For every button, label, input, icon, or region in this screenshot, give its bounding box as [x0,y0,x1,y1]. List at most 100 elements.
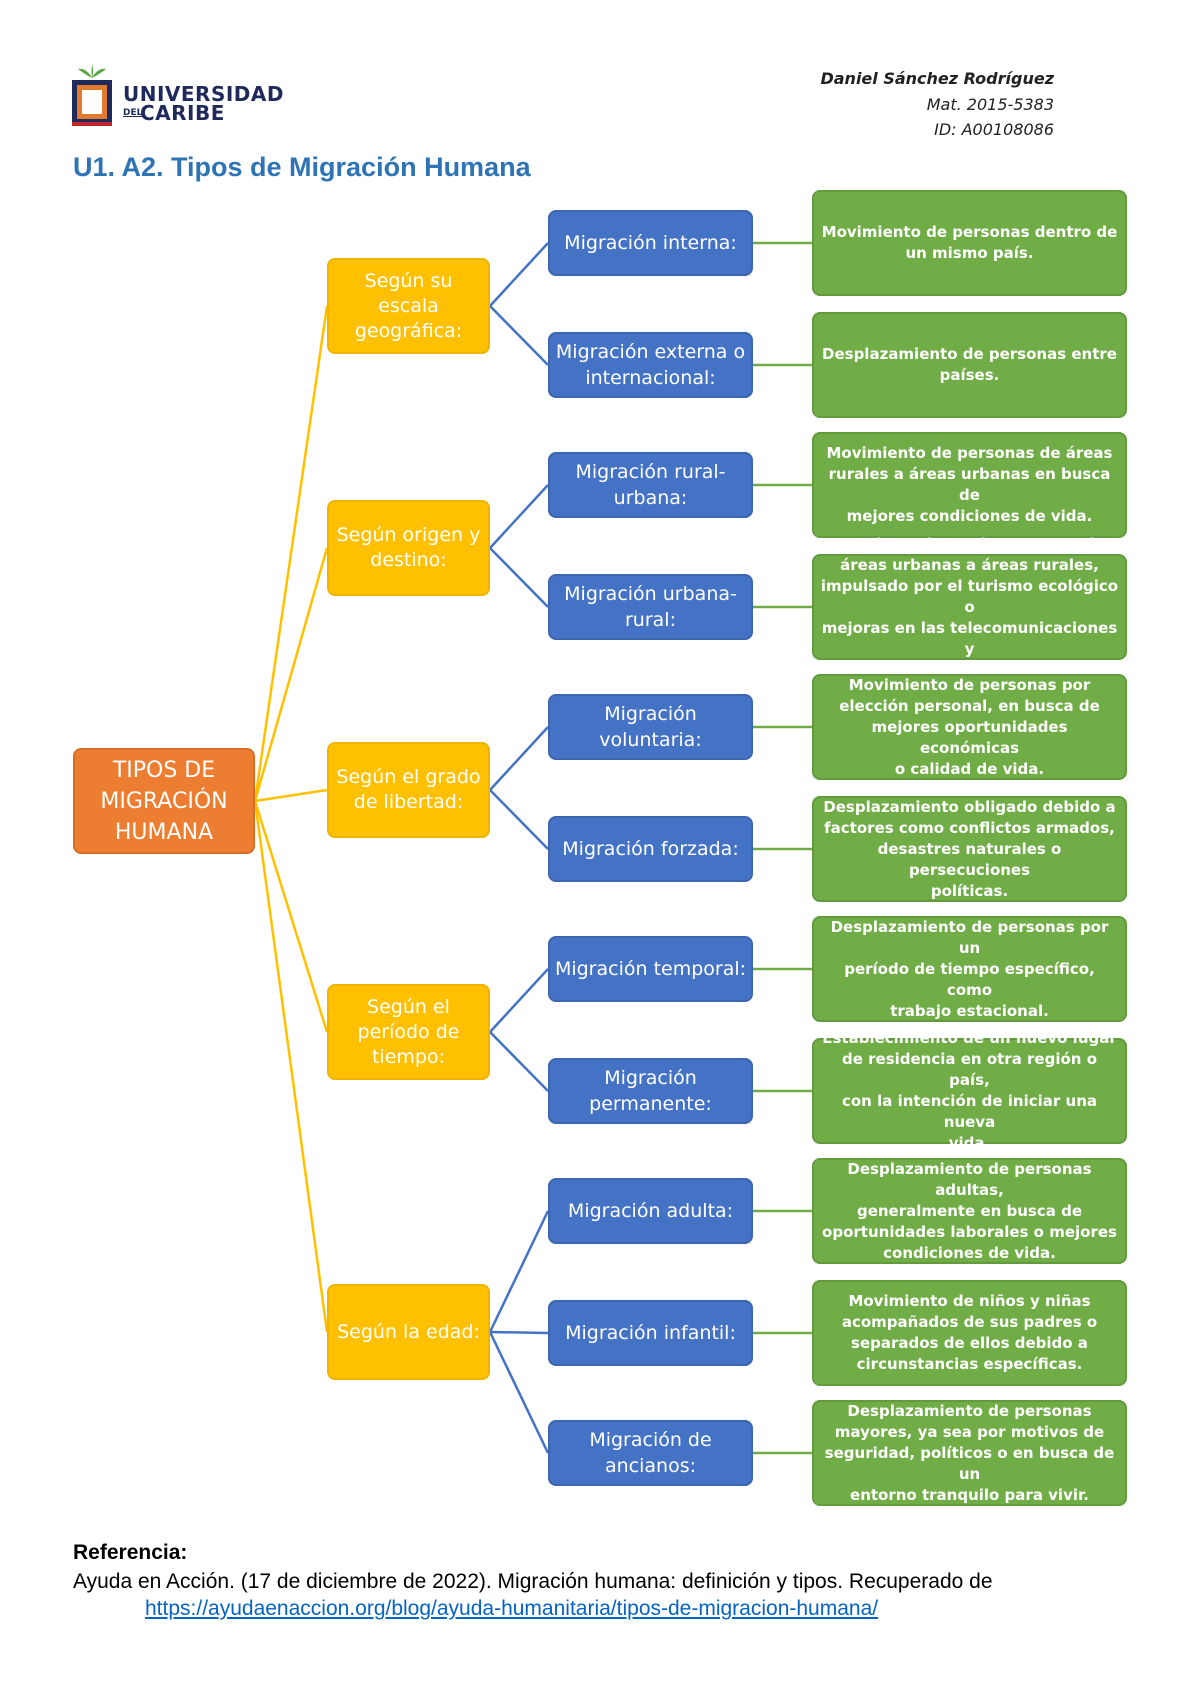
description-node-text-line: trabajo estacional. [890,1001,1049,1020]
description-node-text-line: desastres naturales o persecuciones [877,839,1062,879]
category-to-subtype-connector [489,726,549,791]
description-node-text-line: Movimiento de personas dentro de [821,223,1118,241]
subtype-node-text-line: Migración [604,703,697,725]
subtype-node: Migración rural-urbana: [548,452,753,518]
description-node: Desplazamiento obligado debido a factores… [812,796,1127,902]
description-node-text-line: o calidad de vida. [894,759,1045,778]
subtype-node: Migración interna: [548,210,753,276]
category-node-text-line: período de [357,1020,460,1043]
logo-line2-small: DEL [123,108,143,118]
root-to-category-connector [254,788,328,803]
subtype-node-text-line: Migración adulta: [567,1200,734,1222]
description-node-text-line: Movimiento de personas por [848,675,1091,694]
subtype-node-text-line: Migración [604,1067,697,1089]
description-node-text-line: factores como conflictos armados, [824,818,1115,837]
description-node: Desplazamiento de personas mayores, ya se… [812,1400,1127,1506]
subtype-node-text-line: Migración infantil: [565,1322,736,1344]
description-node-text-line: acompañados de sus padres o [841,1313,1098,1331]
root-node-text-line: TIPOS DE [112,757,216,783]
subtype-node-text-line: Migración forzada: [562,838,739,860]
description-node-text-line: mayores, ya sea por motivos de [834,1422,1105,1441]
category-to-subtype-connector [489,1330,549,1335]
description-node: Desplazamiento de personas adultas, gener… [812,1158,1127,1264]
description-node-text-line: áreas urbanas a áreas rurales, [840,555,1099,574]
category-to-subtype-connector [489,305,549,366]
logo-line2: CARIBE [140,101,225,125]
category-node-text-line: Según su escala [364,269,453,317]
description-node-text-line: seguridad, políticos o en busca de un [824,1443,1115,1483]
subtype-node-text-line: internacional: [585,367,716,389]
category-to-subtype-connector [489,484,549,549]
description-node-text-line: Desplazamiento obligado debido a [823,797,1116,816]
category-node-text-line: Según origen y [336,524,481,546]
subtype-node: Migración externa o internacional: [548,332,753,398]
description-node-text-line: Desplazamiento de personas entre [822,345,1117,363]
description-node-text-line: con la intención de iniciar una nueva [841,1092,1097,1131]
description-node-text-line: Desplazamiento de personas adultas, [847,1159,1092,1199]
category-node-text-line: geográfica: [354,319,463,342]
description-node-text-line: mejoras en las telecomunicaciones y [821,618,1118,658]
subtype-node-text-line: Migración interna: [564,232,737,254]
description-node-text-line: impulsado por el turismo ecológico o [820,576,1119,616]
description-node-text-line: condiciones de vida. [883,1243,1056,1262]
subtype-node: Migración forzada: [548,816,753,882]
description-node-text-line: separados de ellos debido a [851,1334,1088,1352]
subtype-node: Migración infantil: [548,1300,753,1366]
description-node-text-line: oportunidades laborales o mejores [822,1222,1117,1241]
reference-text: Ayuda en Acción. (17 de diciembre de 202… [73,1570,993,1593]
description-node-text-line: de residencia en otra región o país, [842,1050,1097,1089]
subtype-node: Migración adulta: [548,1178,753,1244]
description-node-text-line: Desplazamiento de personas [847,1401,1092,1420]
description-node-text-line: políticas. [930,881,1009,900]
subtype-node-text-line: Migración de [589,1429,712,1451]
description-node-text-line: un mismo país. [905,244,1034,262]
description-node-text-line: período de tiempo específico, como [844,959,1095,999]
description-node-text-line: Movimiento de personas de áreas [826,444,1113,462]
description-node-text-line: Establecimiento de un nuevo lugar [822,1029,1117,1047]
description-node: Movimiento de personas por elección perso… [812,674,1127,780]
subtype-node-text-line: rural: [625,609,676,631]
root-node-text-line: MIGRACIÓN [100,788,228,814]
description-node-text-line: Desplazamiento de personas por un [830,917,1109,957]
category-to-subtype-connector [488,1331,550,1454]
description-node: Desplazamiento de personas de áreas urban… [812,535,1127,679]
description-node-text-line: elección personal, en busca de [839,696,1100,715]
category-node-text-line: destino: [370,549,447,571]
reference-heading: Referencia: [73,1541,188,1564]
root-to-category-connector [253,800,329,1033]
subtype-node-text-line: Migración externa o [555,341,746,363]
category-to-subtype-connector [489,547,549,608]
category-to-subtype-connector [489,1031,549,1092]
category-node-text-line: Según el [367,995,450,1018]
subtype-node-text-line: Migración rural- [575,461,726,483]
category-node-text-line: tiempo: [371,1045,445,1068]
description-node-text-line: rurales a áreas urbanas en busca de [828,465,1111,504]
subtype-node: Migración urbana-rural: [548,574,753,640]
author-id: ID: A00108086 [934,120,1054,139]
logo-line1: UNIVERSIDAD [123,82,284,106]
category-node-text-line: Según la edad: [337,1320,480,1343]
description-node-text-line: mejores oportunidades económicas [871,717,1068,757]
description-node-text-line: generalmente en busca de [856,1201,1083,1220]
root-node: TIPOS DE MIGRACIÓN HUMANA [73,748,255,854]
subtype-node-text-line: Migración temporal: [554,958,747,980]
description-node-text-line: Desplazamiento de personas de [834,534,1105,553]
category-node: Según la edad: [327,1284,490,1380]
reference-link[interactable]: https://ayudaenaccion.org/blog/ayuda-hum… [145,1597,879,1620]
subtype-node-text-line: urbana: [613,487,688,509]
description-node: Movimiento de personas de áreas rurales a… [812,432,1127,538]
university-crest-icon [72,64,112,126]
description-node: Establecimiento de un nuevo lugar de resi… [812,1029,1127,1152]
description-node-text-line: vida. [948,1134,991,1152]
category-node-text-line: de libertad: [353,791,464,813]
category-to-subtype-connector [488,1210,550,1333]
root-node-text-line: HUMANA [114,819,214,845]
subtype-node-text-line: voluntaria: [599,729,702,751]
